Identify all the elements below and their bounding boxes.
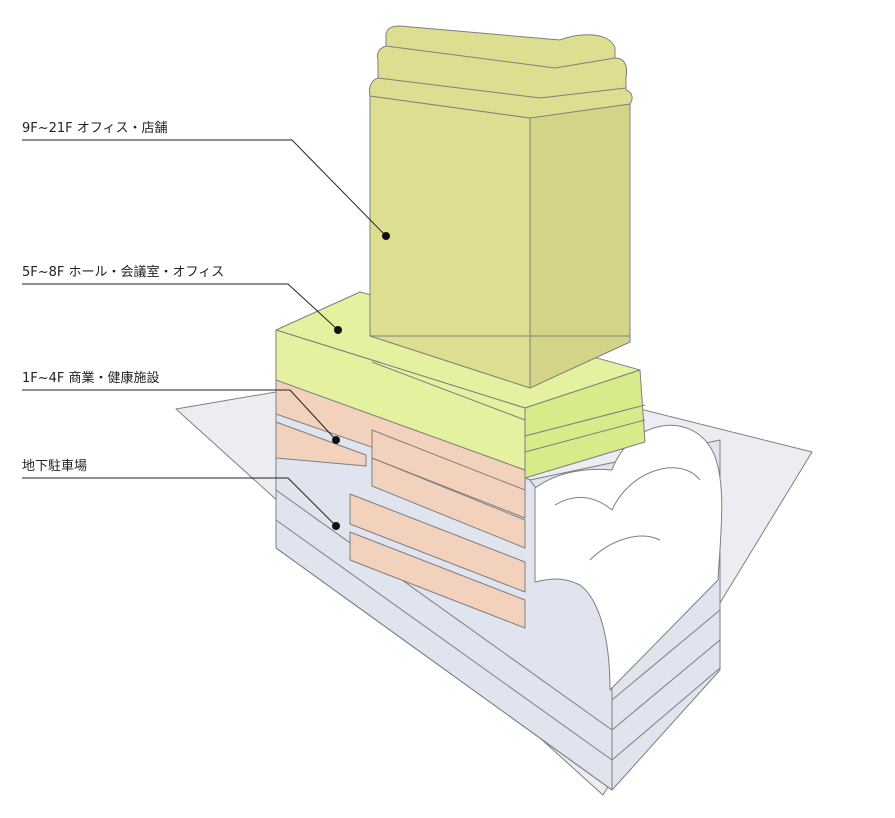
- label-middle-floors: 5F~8F ホール・会議室・オフィス: [22, 264, 224, 280]
- marker-dot-mid: [334, 326, 342, 334]
- marker-dot-base: [332, 522, 340, 530]
- label-lower-floors: 1F~4F 商業・健康施設: [22, 370, 160, 386]
- commercial-band-5: [349, 493, 526, 593]
- podium-floor-lines: [371, 361, 646, 453]
- commercial-band-3: [371, 429, 526, 519]
- curved-annex: [534, 424, 723, 691]
- leader-line-base: [22, 477, 337, 527]
- tower-front: [369, 95, 531, 389]
- marker-dot-low: [332, 436, 340, 444]
- tower-crown-lines: [370, 45, 630, 337]
- label-basement: 地下駐車場: [22, 459, 87, 474]
- label-upper-floors: 9F~21F オフィス・店舗: [22, 121, 168, 136]
- commercial-band-4: [371, 457, 526, 549]
- commercial-floors: [275, 377, 526, 629]
- curved-annex-detail: [554, 467, 701, 561]
- leader-line-mid: [22, 283, 339, 331]
- leader-line-upper: [22, 139, 387, 237]
- commercial-band-6: [349, 531, 526, 629]
- marker-dot-upper: [382, 232, 390, 240]
- tower-right: [529, 95, 631, 389]
- leader-line-low: [22, 389, 337, 441]
- basement-floor-lines: [275, 489, 721, 791]
- podium-right: [524, 369, 646, 479]
